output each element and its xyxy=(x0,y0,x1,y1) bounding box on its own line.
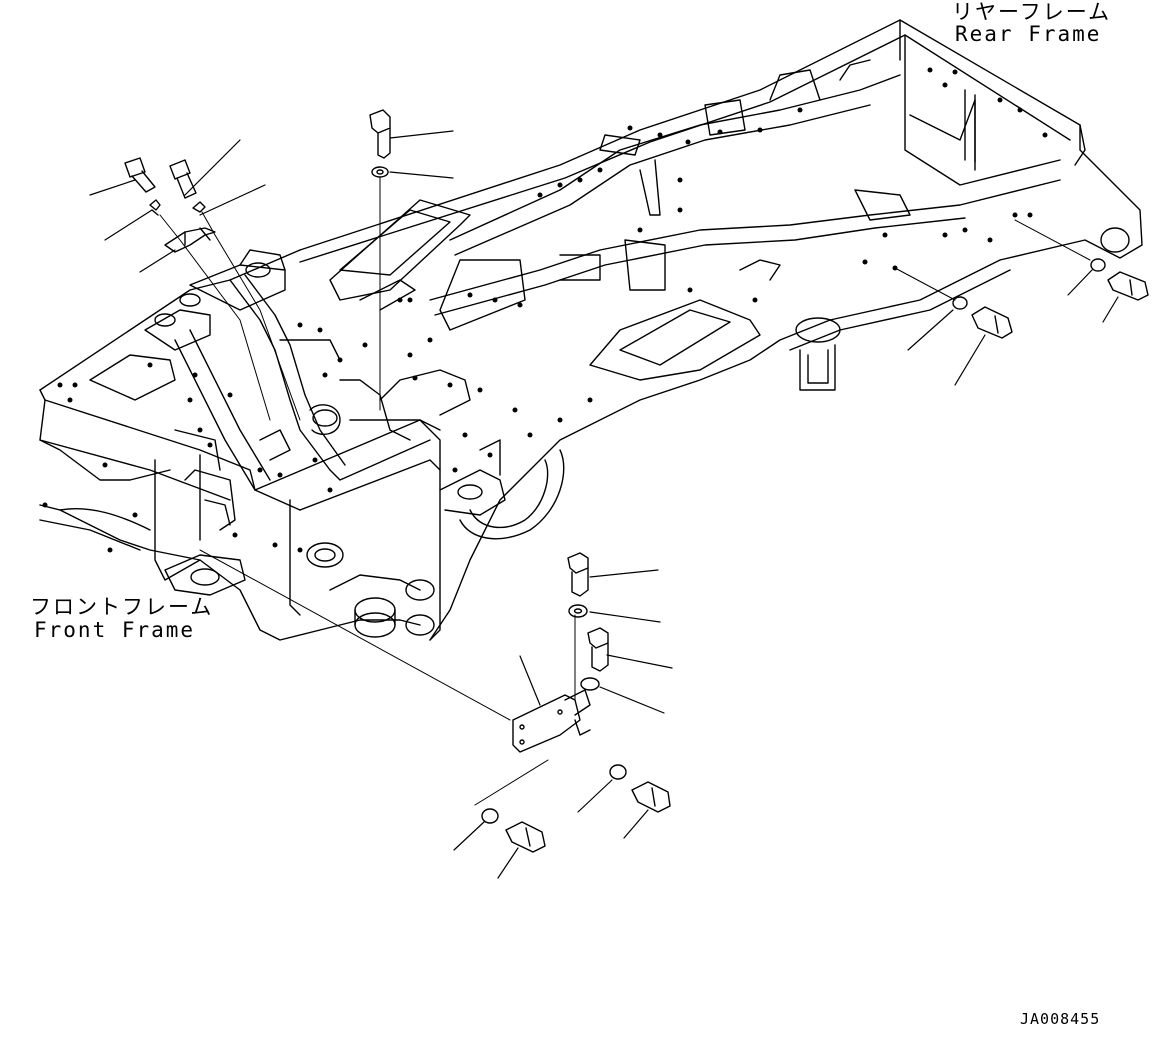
drawing-code: JA008455 xyxy=(1020,1010,1101,1028)
bracket-lower xyxy=(199,549,671,853)
leader-lines xyxy=(89,130,1119,879)
front-frame xyxy=(39,249,493,641)
center-joint xyxy=(254,419,565,641)
rear-frame-label-jp: リヤーフレーム xyxy=(952,0,1112,24)
rear-frame xyxy=(299,19,1143,641)
bracket-upper-left xyxy=(124,157,301,421)
rear-frame-label: Rear Frame xyxy=(955,22,1102,46)
front-frame-label: Front Frame xyxy=(34,618,196,642)
front-frame-label-jp: フロントフレーム xyxy=(30,595,214,619)
bolt-top-center xyxy=(369,109,391,411)
bolts-rear-right xyxy=(894,219,1149,339)
